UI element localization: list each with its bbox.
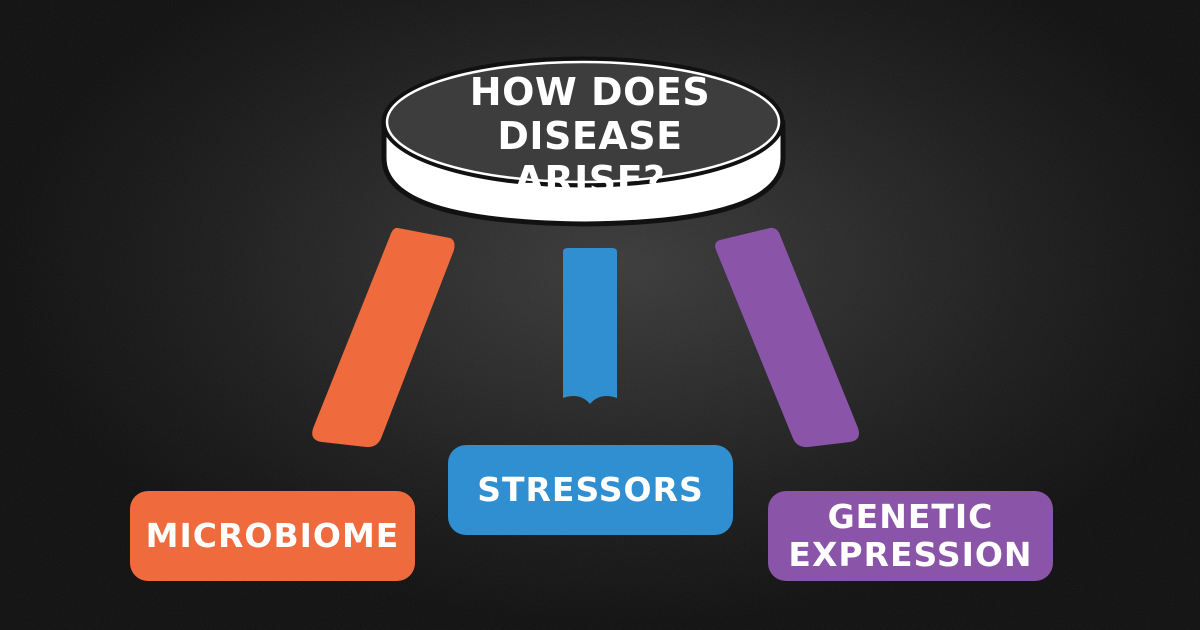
stressors-label: STRESSORS: [477, 470, 704, 509]
seat-question-line1: HOW DOES: [469, 70, 711, 114]
leg-genetic-expression: [715, 227, 859, 448]
seat-question-line2: DISEASE ARISE?: [497, 114, 683, 202]
microbiome-box: MICROBIOME: [130, 491, 415, 581]
genetic-expression-box: GENETIC EXPRESSION: [768, 491, 1053, 581]
leg-stressors: [563, 248, 617, 404]
microbiome-label: MICROBIOME: [145, 516, 400, 555]
seat-question: HOW DOES DISEASE ARISE?: [420, 70, 760, 202]
stressors-box: STRESSORS: [448, 445, 733, 535]
leg-microbiome: [312, 227, 455, 448]
seat-top: [381, 56, 785, 188]
genetic-expression-label-line2: EXPRESSION: [788, 535, 1033, 574]
genetic-expression-label-line1: GENETIC: [827, 497, 994, 536]
